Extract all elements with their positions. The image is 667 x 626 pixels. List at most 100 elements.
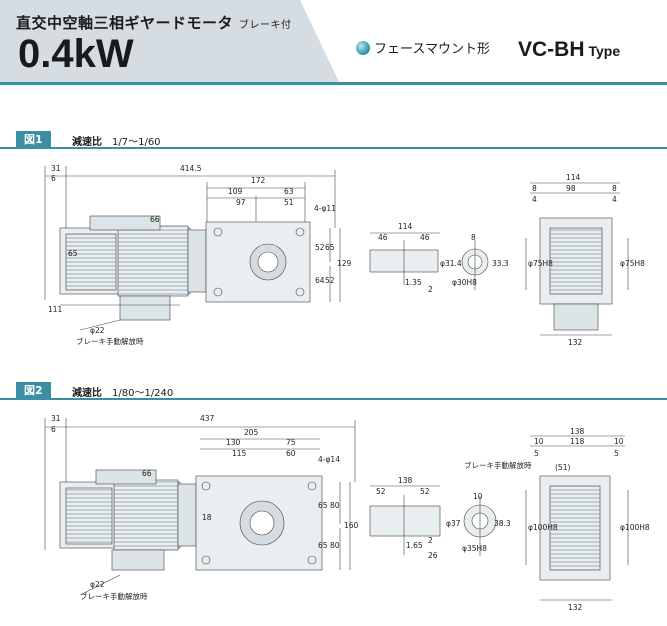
fig1-dim: 65 <box>325 243 335 252</box>
fig1-dim: 414.5 <box>180 164 202 173</box>
mount-type: フェースマウント形 <box>356 38 490 57</box>
fig1-dim: 52 <box>315 243 325 252</box>
fig2-dim: 138 <box>398 476 413 485</box>
fig1-ratio-label: 減速比 <box>72 137 102 148</box>
fig2-dim: 31 <box>51 414 61 423</box>
product-title: 直交中空軸三相ギヤードモータブレーキ付 <box>16 12 292 33</box>
fig1-dim: 4-φ11 <box>314 204 336 213</box>
fig1-dim: 97 <box>236 198 246 207</box>
fig1-dim: 51 <box>284 198 294 207</box>
fig2-dim: 52 <box>420 487 430 496</box>
fig2-dim: 26 <box>428 551 438 560</box>
fig1-dim: 98 <box>566 184 576 193</box>
fig2-dim: 130 <box>226 438 241 447</box>
fig2-dim: (51) <box>555 463 570 472</box>
fig2-tag: 図2 <box>16 382 51 399</box>
fig1-dim: ブレーキ手動解放時 <box>76 336 144 346</box>
fig2-dim: 18 <box>202 513 212 522</box>
fig2-dim: ブレーキ手動解放時 <box>464 460 532 470</box>
fig2-dim: 10 <box>534 437 544 446</box>
fig2-dim: 80 <box>330 541 340 550</box>
fig1-dim: 52 <box>325 276 335 285</box>
fig1-dim: 8 <box>612 184 617 193</box>
fig1-ratio: 減速比 1/7～1/60 <box>72 133 161 148</box>
fig2-dim: 80 <box>330 501 340 510</box>
fig2-dim: φ22 <box>90 580 105 589</box>
fig1-dim: 114 <box>566 173 581 182</box>
fig2-dim: φ35H8 <box>462 544 487 553</box>
series-suffix: Type <box>588 43 621 59</box>
fig1-dim: 64 <box>315 276 325 285</box>
fig2-dim: 132 <box>568 603 583 612</box>
fig1-dim: 4 <box>612 195 617 204</box>
fig2-ratio-label: 減速比 <box>72 388 102 399</box>
fig1-dim: 31 <box>51 164 61 173</box>
fig2-dim: 10 <box>614 437 624 446</box>
fig2-rule <box>0 398 667 400</box>
fig2-dim: 437 <box>200 414 215 423</box>
fig1-dim: φ22 <box>90 326 105 335</box>
fig2-ratio: 減速比 1/80～1/240 <box>72 384 173 399</box>
fig1-dim: φ30H8 <box>452 278 477 287</box>
fig2-dim: φ100H8 <box>528 523 558 532</box>
fig1-dim: 66 <box>150 215 160 224</box>
fig2-dim: 60 <box>286 449 296 458</box>
fig1-dim: 65 <box>68 249 78 258</box>
fig2-dim: 118 <box>570 437 585 446</box>
mount-label: フェースマウント形 <box>374 42 490 57</box>
fig1-dim: φ75H8 <box>528 259 553 268</box>
fig2-dim: 4-φ14 <box>318 455 340 464</box>
fig1-dim: 129 <box>337 259 352 268</box>
fig1-dim: 1.35 <box>405 278 422 287</box>
fig2-dim: 65 <box>318 501 328 510</box>
fig1-rule <box>0 147 667 149</box>
fig1-dim: 172 <box>251 176 266 185</box>
power-rating: 0.4kW <box>18 32 134 76</box>
fig2-dim: 5 <box>534 449 539 458</box>
fig2-dim: 115 <box>232 449 247 458</box>
fig1-dim: 8 <box>471 233 476 242</box>
fig1-dim: 46 <box>420 233 430 242</box>
fig1-dim: 132 <box>568 338 583 347</box>
fig2-dim: φ37 <box>446 519 461 528</box>
fig1-dim: 33.3 <box>492 259 509 268</box>
fig1-ratio-value: 1/7～1/60 <box>112 137 161 148</box>
header-rule <box>0 82 667 85</box>
fig1-dim: 109 <box>228 187 243 196</box>
title-sub: ブレーキ付 <box>239 20 292 31</box>
fig2-dim: φ100H8 <box>620 523 650 532</box>
fig2-dim: 65 <box>318 541 328 550</box>
fig2-dim: 10 <box>473 492 483 501</box>
fig2-dim: 52 <box>376 487 386 496</box>
fig1-dim: 111 <box>48 305 63 314</box>
fig2-dim: ブレーキ手動解放時 <box>80 591 148 601</box>
bullet-icon <box>356 40 370 55</box>
fig2-dim: 66 <box>142 469 152 478</box>
fig1-dim: 46 <box>378 233 388 242</box>
fig2-ratio-value: 1/80～1/240 <box>112 388 174 399</box>
page-header: 直交中空軸三相ギヤードモータブレーキ付 0.4kW フェースマウント形 VC-B… <box>0 0 667 85</box>
header-band <box>0 0 340 84</box>
series-name: VC-BH <box>518 38 585 61</box>
fig1-dim: 4 <box>532 195 537 204</box>
fig2-dim: 6 <box>51 425 56 434</box>
fig2-dim: 38.3 <box>494 519 511 528</box>
fig1-dim: φ31.4 <box>440 259 462 268</box>
fig1-dim: 114 <box>398 222 413 231</box>
fig1-dim: φ75H8 <box>620 259 645 268</box>
fig2-dim: 2 <box>428 536 433 545</box>
fig1-dim: 2 <box>428 285 433 294</box>
fig1-dim: 8 <box>532 184 537 193</box>
fig2-dim: 138 <box>570 427 585 436</box>
fig1-dim: 63 <box>284 187 294 196</box>
fig2-dim: 1.65 <box>406 541 423 550</box>
fig2-dim: 205 <box>244 428 259 437</box>
fig2-dim: 5 <box>614 449 619 458</box>
fig1-dim: 6 <box>51 174 56 183</box>
title-main: 直交中空軸三相ギヤードモータ <box>16 14 234 32</box>
fig2-dim: 75 <box>286 438 296 447</box>
fig2-dim: 160 <box>344 521 359 530</box>
fig1-tag: 図1 <box>16 131 51 148</box>
